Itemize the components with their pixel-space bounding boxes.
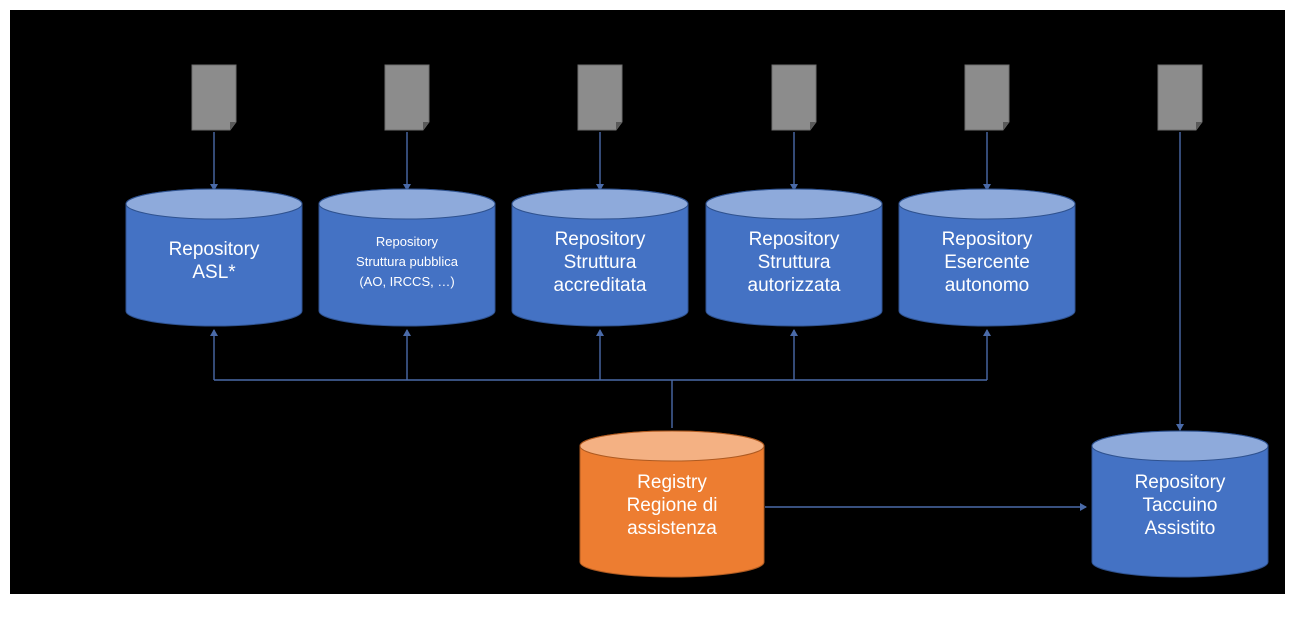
document-icon [771, 64, 817, 131]
registry-regione-cylinder [579, 430, 765, 578]
repository-taccuino-label: Repository Taccuino Assistito [1134, 472, 1226, 540]
document-icon [577, 64, 623, 131]
repository-esercente-autonomo-label: Repository Esercente autonomo [941, 229, 1033, 297]
document-icon [384, 64, 430, 131]
document-icon [964, 64, 1010, 131]
repository-asl-label: Repository ASL* [168, 239, 260, 284]
document-icon [191, 64, 237, 131]
document-arrows [210, 132, 1184, 431]
repository-taccuino-cylinder [1091, 430, 1269, 578]
repository-esercente-autonomo-cylinder [898, 188, 1076, 327]
registry-regione-label: Registry Regione di assistenza [626, 472, 718, 540]
diagram-canvas: Repository ASL* Repository Struttura pub… [10, 10, 1285, 594]
repository-struttura-accreditata-label: Repository Struttura accreditata [553, 229, 647, 297]
repository-asl-cylinder [125, 188, 303, 327]
document-icon [1157, 64, 1203, 131]
registry-connectors [210, 329, 1087, 511]
diagram-svg [125, 64, 1269, 578]
repository-struttura-autorizzata-cylinder [705, 188, 883, 327]
repository-struttura-autorizzata-label: Repository Struttura autorizzata [747, 229, 841, 297]
repository-struttura-accreditata-cylinder [511, 188, 689, 327]
repository-struttura-pubblica-label: Repository Struttura pubblica (AO, IRCCS… [356, 234, 458, 290]
repository-struttura-pubblica-cylinder [318, 188, 496, 327]
